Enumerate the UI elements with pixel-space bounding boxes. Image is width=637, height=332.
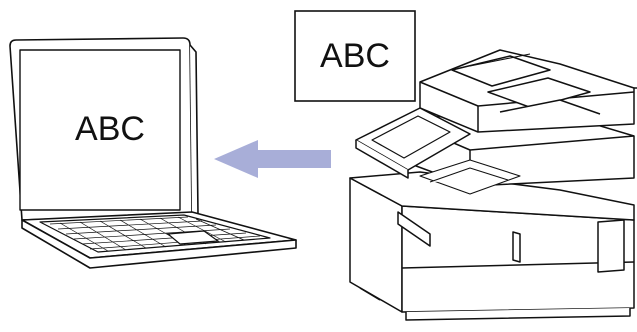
arrow-left-icon [214,140,331,178]
document-icon: ABC [295,11,415,101]
laptop-screen-text: ABC [75,110,145,148]
document-text: ABC [320,37,390,75]
